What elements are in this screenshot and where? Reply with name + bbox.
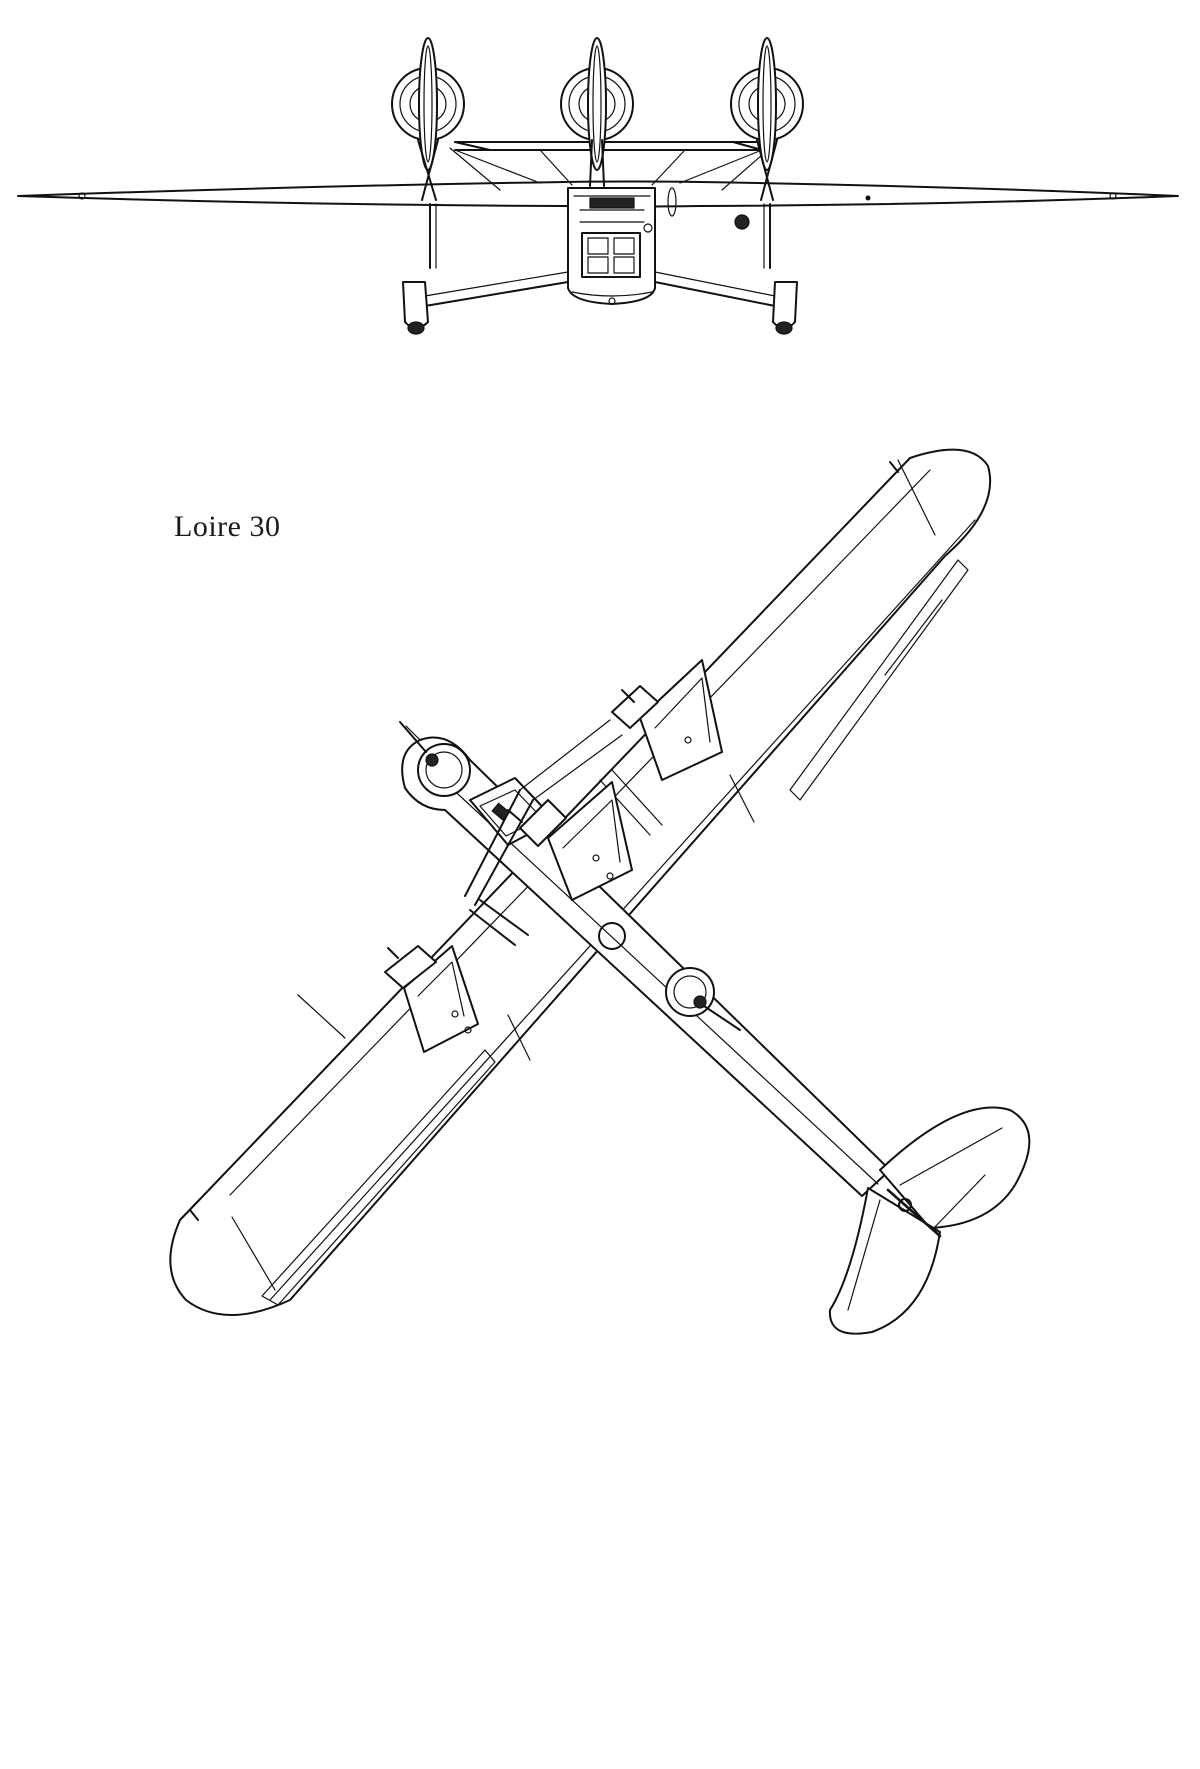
top-view [169, 448, 1031, 1335]
front-engine-left [391, 37, 465, 201]
top-tailplane [828, 1106, 1031, 1335]
front-float-left [402, 281, 429, 335]
diagram-title: Loire 30 [174, 510, 281, 543]
top-nacelle-outboard [611, 659, 723, 781]
top-nacelle-lower [384, 945, 479, 1053]
front-float-right [772, 281, 798, 335]
top-nacelle-inboard [507, 781, 633, 901]
front-engine-center [560, 37, 634, 187]
front-view [17, 37, 1179, 335]
front-hull [567, 187, 656, 305]
front-engine-right [730, 37, 804, 201]
